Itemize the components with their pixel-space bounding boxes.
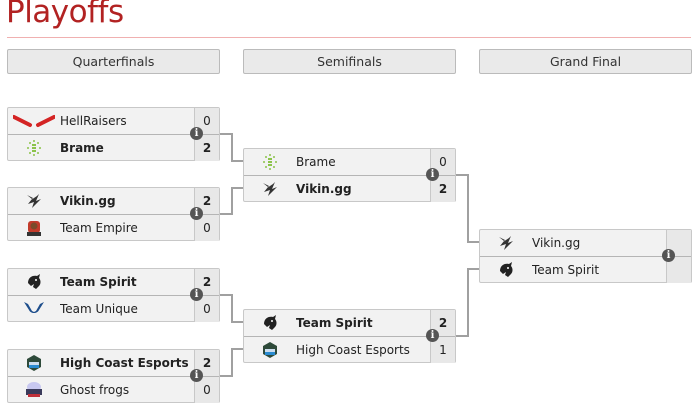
vikin-logo-icon xyxy=(244,176,296,202)
team-name[interactable]: High Coast Esports xyxy=(60,356,189,370)
team-name[interactable]: Team Spirit xyxy=(60,275,137,289)
round-header-quarterfinals[interactable]: Quarterfinals xyxy=(7,49,220,74)
connector-qf3-sf2 xyxy=(219,294,244,323)
match-info-icon[interactable]: i xyxy=(426,168,439,181)
match-info-icon[interactable]: i xyxy=(190,369,203,382)
team-divider xyxy=(8,134,219,135)
match-info-icon[interactable]: i xyxy=(190,288,203,301)
connector-sf2-gf xyxy=(455,268,480,337)
title-divider xyxy=(7,37,691,38)
connector-sf1-gf xyxy=(455,174,480,243)
team-name[interactable]: Vikin.gg xyxy=(296,182,352,196)
vikin-logo-icon xyxy=(480,230,532,256)
hellraisers-logo-icon xyxy=(8,108,60,134)
team-name[interactable]: Team Unique xyxy=(60,302,138,316)
team-score: 2 xyxy=(194,135,219,161)
round-header-semifinals[interactable]: Semifinals xyxy=(243,49,456,74)
team-name[interactable]: Team Spirit xyxy=(532,263,600,277)
team-spirit-logo-icon xyxy=(480,257,532,283)
high-coast-logo-icon xyxy=(8,350,60,376)
round-header-grand-final[interactable]: Grand Final xyxy=(479,49,692,74)
team-row[interactable]: High Coast Esports 1 xyxy=(244,337,455,363)
team-divider xyxy=(480,256,691,257)
team-divider xyxy=(244,336,455,337)
team-divider xyxy=(244,175,455,176)
team-unique-logo-icon xyxy=(8,296,60,322)
match-info-icon[interactable]: i xyxy=(426,329,439,342)
connector-qf4-sf2 xyxy=(219,348,244,377)
vikin-logo-icon xyxy=(8,188,60,214)
team-name[interactable]: HellRaisers xyxy=(60,114,127,128)
team-name[interactable]: Brame xyxy=(60,141,104,155)
high-coast-logo-icon xyxy=(244,337,296,363)
team-spirit-logo-icon xyxy=(8,269,60,295)
match-info-icon[interactable]: i xyxy=(190,207,203,220)
team-row[interactable]: Brame 2 xyxy=(8,135,219,161)
ghost-frogs-logo-icon xyxy=(8,377,60,403)
team-divider xyxy=(8,214,219,215)
team-spirit-logo-icon xyxy=(244,310,296,336)
team-score: 1 xyxy=(430,337,455,363)
team-empire-logo-icon xyxy=(8,215,60,241)
brame-logo-icon xyxy=(244,149,296,175)
team-name[interactable]: High Coast Esports xyxy=(296,343,410,357)
match-info-icon[interactable]: i xyxy=(662,249,675,262)
team-divider xyxy=(8,295,219,296)
connector-qf1-sf1 xyxy=(219,133,244,162)
team-divider xyxy=(8,376,219,377)
team-name[interactable]: Vikin.gg xyxy=(532,236,581,250)
team-row[interactable]: Team Spirit xyxy=(480,257,691,283)
team-name[interactable]: Vikin.gg xyxy=(60,194,116,208)
match-info-icon[interactable]: i xyxy=(190,127,203,140)
team-name[interactable]: Ghost frogs xyxy=(60,383,130,397)
team-name[interactable]: Brame xyxy=(296,155,336,169)
brame-logo-icon xyxy=(8,135,60,161)
page-title: Playoffs xyxy=(6,0,124,30)
team-name[interactable]: Team Empire xyxy=(60,221,138,235)
connector-qf2-sf1 xyxy=(219,187,244,215)
team-row[interactable]: Vikin.gg xyxy=(480,230,691,256)
team-name[interactable]: Team Spirit xyxy=(296,316,373,330)
